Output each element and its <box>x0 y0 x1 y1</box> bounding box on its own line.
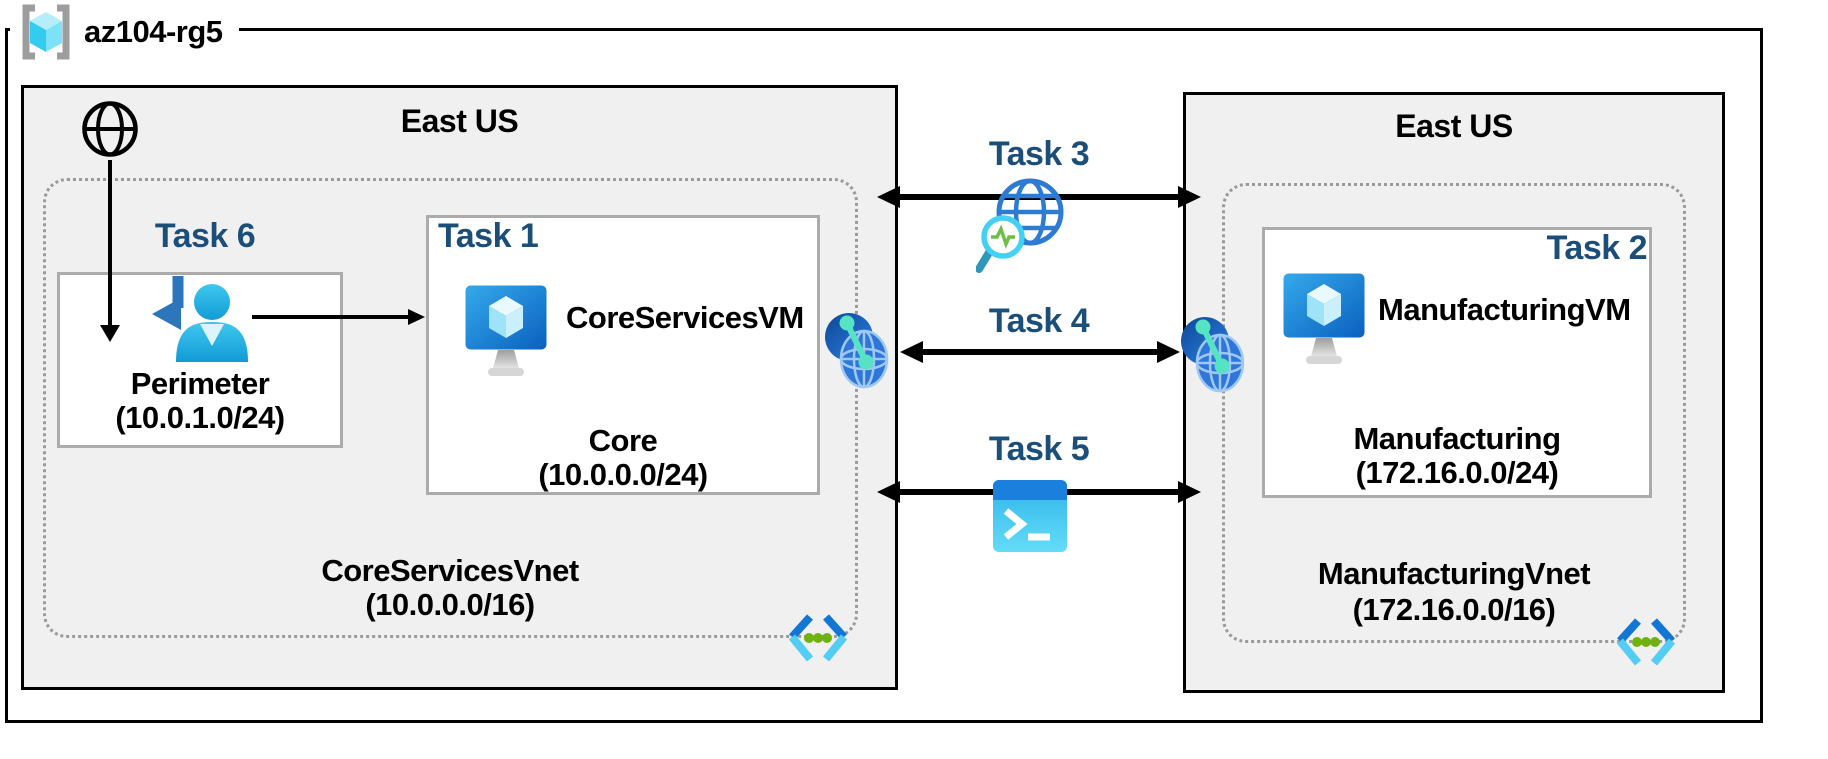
task1-label: Task 1 <box>438 217 539 255</box>
perimeter-subnet-name: Perimeter <box>130 366 270 401</box>
resource-group-name: az104-rg5 <box>84 14 223 49</box>
manufacturing-vnet-cidr: (172.16.0.0/16) <box>1352 592 1556 627</box>
core-services-vnet-boundary <box>43 178 858 638</box>
core-subnet-name: Core <box>588 423 658 458</box>
manufacturing-vm-name: ManufacturingVM <box>1378 292 1631 327</box>
manufacturing-vnet-name: ManufacturingVnet <box>1317 556 1591 591</box>
task5-label: Task 5 <box>988 430 1090 468</box>
virtual-machine-icon <box>1283 273 1365 364</box>
globe-icon <box>82 101 138 157</box>
core-vnet-name: CoreServicesVnet <box>321 553 579 588</box>
task3-label: Task 3 <box>988 135 1090 173</box>
region-label-right: East US <box>1395 108 1513 144</box>
core-vm-name: CoreServicesVM <box>566 300 804 335</box>
virtual-network-icon <box>788 614 848 662</box>
core-vnet-cidr: (10.0.0.0/16) <box>365 587 535 622</box>
core-subnet-cidr: (10.0.0.0/24) <box>538 457 708 492</box>
virtual-network-icon <box>1616 618 1676 666</box>
manufacturing-subnet-name: Manufacturing <box>1353 421 1561 456</box>
core-subnet-box <box>426 215 820 495</box>
perimeter-to-core-arrow <box>252 315 408 319</box>
resource-group-icon <box>22 4 70 60</box>
task4-arrow <box>923 349 1157 355</box>
manufacturing-vnet-boundary <box>1222 183 1686 643</box>
task6-label: Task 6 <box>154 217 256 255</box>
network-watcher-icon <box>976 178 1064 273</box>
task2-label: Task 2 <box>1546 229 1648 267</box>
manufacturing-subnet-cidr: (172.16.0.0/24) <box>1355 455 1559 490</box>
perimeter-subnet-cidr: (10.0.1.0/24) <box>115 400 285 435</box>
internet-to-perimeter-arrow <box>108 160 112 326</box>
task4-label: Task 4 <box>988 302 1090 340</box>
user-return-arrow-icon <box>152 276 248 362</box>
region-label-left: East US <box>400 103 519 139</box>
virtual-machine-icon <box>465 285 547 376</box>
vnet-peering-icon <box>825 313 889 389</box>
cloud-shell-icon <box>993 480 1067 552</box>
vnet-peering-icon <box>1181 317 1245 393</box>
resource-group-label: az104-rg5 <box>10 0 239 64</box>
